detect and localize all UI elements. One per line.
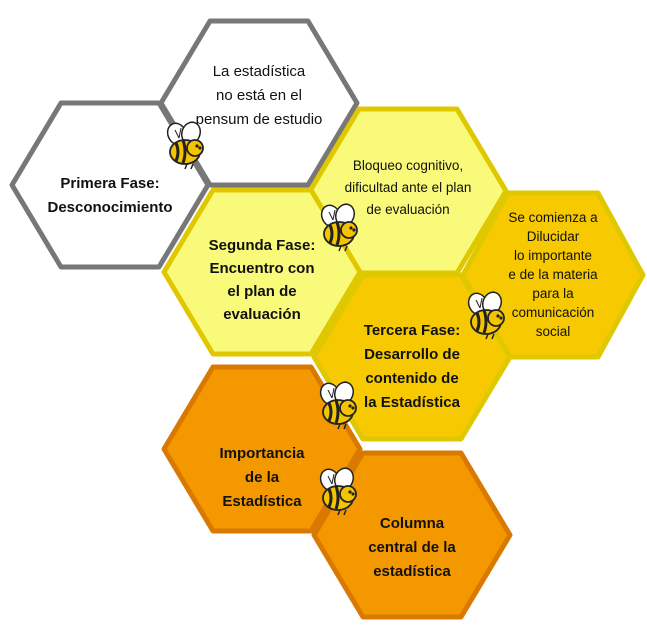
hexagon-label-line: Segunda Fase: [209,237,316,254]
hexagon-label-line: pensum de estudio [196,111,323,128]
hexagon-label-line: Importancia [219,445,305,462]
hexagon-importancia: Importancia de la Estadística [161,364,363,534]
bee-icon [467,291,505,340]
hexagon-label-line: Desconocimiento [47,199,172,216]
hexagon-label-line: el plan de [227,283,296,300]
hexagon-label-line: Bloqueo cognitivo, [353,158,463,173]
hexagon-primera: Primera Fase: Desconocimiento [9,100,211,270]
hexagon-label-line: social [536,324,571,339]
hexagon-label-line: Primera Fase: [60,175,159,192]
hexagon-label-line: Columna [380,515,445,532]
hexagon-label-line: estadística [373,563,451,580]
hexagon-shape [311,450,513,620]
hexagon-label-line: central de la [368,539,456,556]
hexagon-label-line: Desarrollo de [364,346,460,363]
hexagon-dilucidar: Se comienza a Dilucidar lo importante e de … [460,190,646,360]
hexagon-bloqueo: Bloqueo cognitivo, dificultad ante el pla… [307,106,509,276]
hexagon-label-line: la Estadística [364,394,461,411]
hexagon-segunda: Segunda Fase: Encuentro con el plan de eval… [161,187,363,357]
hexagon-label-line: La estadística [213,63,306,80]
hexagon-label-line: Encuentro con [209,260,314,277]
hexagon-shape [161,364,363,534]
hexagon-tercera: Tercera Fase: Desarrollo de contenido de la… [311,272,513,442]
hexagon-label-line: Dilucidar [527,229,580,244]
hexagon-label-line: evaluación [223,306,301,323]
hexagon-label-line: dificultad ante el plan [345,180,472,195]
hexagon-shape [311,272,513,442]
hexagon-label-line: de evaluación [366,202,449,217]
hexagon-label-line: e de la materia [508,267,598,282]
hexagon-label-line: Estadística [222,493,302,510]
hexagon-pensum: La estadística no está en el pensum de est… [158,18,360,188]
hexagon-label-line: contenido de [365,370,458,387]
hexagon-label-line: lo importante [514,248,592,263]
hexagon-label-line: Se comienza a [508,210,598,225]
hexagon-label-line: Tercera Fase: [364,322,460,339]
hexagon-shape [161,187,363,357]
hexagon-label-line: comunicación [512,305,595,320]
hexagon-columna: Columna central de la estadística [311,450,513,620]
bee-icon [320,203,358,252]
hexagon-label-line: para la [532,286,574,301]
hexagon-label-line: de la [245,469,280,486]
bee-icon [319,467,357,516]
hexagon-label-line: no está en el [216,87,302,104]
bee-icon [166,121,204,170]
hexagon-shape [9,100,211,270]
bee-icon [319,381,357,430]
